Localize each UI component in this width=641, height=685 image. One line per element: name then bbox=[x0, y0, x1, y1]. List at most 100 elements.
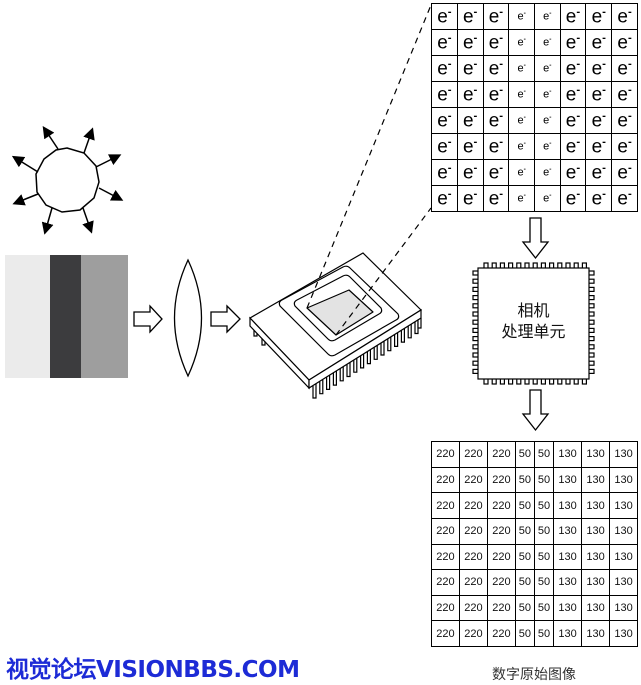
electron-cell: e- bbox=[585, 133, 613, 160]
electron-cell: e- bbox=[611, 3, 638, 30]
sensor-row: e-e-e-e-e-e-e-e- bbox=[431, 159, 638, 186]
electron-cell: e- bbox=[456, 159, 484, 186]
sensor-row: e-e-e-e-e-e-e-e- bbox=[431, 3, 638, 30]
pixel-value: 130 bbox=[609, 543, 638, 571]
electron-cell: e- bbox=[508, 133, 535, 160]
chip-pin bbox=[326, 375, 331, 390]
electron-cell: e- bbox=[482, 107, 510, 134]
electron-cell: e- bbox=[611, 81, 638, 108]
image-sensor-chip bbox=[249, 252, 422, 399]
electron-cell: e- bbox=[431, 133, 458, 160]
pixel-value: 50 bbox=[514, 620, 535, 647]
electron-cell: e- bbox=[559, 29, 587, 56]
electron-cell: e- bbox=[559, 55, 587, 82]
pixel-value: 220 bbox=[486, 569, 516, 596]
pixel-value: 130 bbox=[581, 569, 611, 596]
sensor-row: e-e-e-e-e-e-e-e- bbox=[431, 29, 638, 56]
pixel-value: 130 bbox=[581, 441, 611, 468]
pixel-value: 220 bbox=[431, 441, 460, 468]
processor-label-line1: 相机 bbox=[517, 301, 550, 320]
pixel-value: 130 bbox=[553, 492, 583, 519]
pixel-value: 220 bbox=[458, 492, 488, 519]
pixel-value: 220 bbox=[431, 569, 460, 596]
electron-cell: e- bbox=[559, 159, 587, 186]
electron-cell: e- bbox=[482, 185, 510, 212]
electron-cell: e- bbox=[508, 107, 535, 134]
electron-cell: e- bbox=[585, 185, 613, 212]
pixel-value: 130 bbox=[553, 594, 583, 622]
pixel-value: 130 bbox=[553, 569, 583, 596]
electron-cell: e- bbox=[482, 159, 510, 186]
electron-cell: e- bbox=[482, 29, 510, 56]
pixel-value: 220 bbox=[486, 466, 516, 494]
pixel-value: 130 bbox=[609, 594, 638, 622]
pixel-value: 50 bbox=[533, 517, 555, 545]
pixel-value: 50 bbox=[514, 517, 535, 545]
electron-cell: e- bbox=[533, 133, 561, 160]
sensor-row: e-e-e-e-e-e-e-e- bbox=[431, 133, 638, 160]
pixel-value: 50 bbox=[533, 569, 555, 596]
pixel-value: 130 bbox=[581, 543, 611, 571]
pixel-value: 130 bbox=[609, 569, 638, 596]
chip-pin bbox=[312, 384, 317, 399]
pixel-value: 50 bbox=[514, 594, 535, 622]
electron-cell: e- bbox=[508, 81, 535, 108]
electron-cell: e- bbox=[559, 81, 587, 108]
pixel-value: 220 bbox=[486, 441, 516, 468]
pixel-value: 220 bbox=[431, 594, 460, 622]
pixel-value: 130 bbox=[581, 466, 611, 494]
electron-cell: e- bbox=[611, 55, 638, 82]
electron-cell: e- bbox=[456, 185, 484, 212]
scene-stripe bbox=[5, 255, 50, 378]
electron-cell: e- bbox=[456, 55, 484, 82]
sensor-row: e-e-e-e-e-e-e-e- bbox=[431, 81, 638, 108]
electron-cell: e- bbox=[456, 107, 484, 134]
pixel-value: 220 bbox=[486, 492, 516, 519]
electron-cell: e- bbox=[585, 81, 613, 108]
processor-label: 相机 处理单元 bbox=[478, 300, 589, 342]
pixel-value: 50 bbox=[533, 466, 555, 494]
electron-cell: e- bbox=[508, 3, 535, 30]
electron-cell: e- bbox=[431, 3, 458, 30]
digital-image-caption: 数字原始图像 bbox=[492, 667, 576, 683]
pixel-value: 130 bbox=[581, 594, 611, 622]
pixel-value: 50 bbox=[514, 569, 535, 596]
lens-icon bbox=[173, 258, 203, 378]
sensor-row: e-e-e-e-e-e-e-e- bbox=[431, 107, 638, 134]
electron-cell: e- bbox=[559, 185, 587, 212]
electron-cell: e- bbox=[508, 55, 535, 82]
electron-cell: e- bbox=[611, 185, 638, 212]
electron-cell: e- bbox=[482, 133, 510, 160]
electron-cell: e- bbox=[431, 55, 458, 82]
processor-label-line2: 处理单元 bbox=[501, 322, 566, 341]
electron-cell: e- bbox=[456, 29, 484, 56]
pixel-value: 50 bbox=[533, 543, 555, 571]
chip-pin bbox=[373, 345, 378, 360]
pixel-value: 50 bbox=[533, 620, 555, 647]
pixel-value: 50 bbox=[533, 492, 555, 519]
electron-cell: e- bbox=[559, 133, 587, 160]
chip-pin bbox=[400, 328, 405, 343]
electron-cell: e- bbox=[482, 3, 510, 30]
chip-pin bbox=[360, 353, 365, 369]
pixel-value: 220 bbox=[486, 543, 516, 571]
chip-pin bbox=[387, 336, 392, 352]
pixel-value: 130 bbox=[581, 517, 611, 545]
electron-cell: e- bbox=[585, 159, 613, 186]
chip-pin bbox=[353, 358, 358, 373]
projection-lines bbox=[306, 4, 432, 336]
pixel-value: 220 bbox=[458, 543, 488, 571]
chip-pin bbox=[366, 349, 371, 365]
electron-cell: e- bbox=[482, 81, 510, 108]
electron-cell: e- bbox=[611, 159, 638, 186]
pixel-value: 130 bbox=[553, 441, 583, 468]
pixel-value: 220 bbox=[458, 441, 488, 468]
pixel-value: 130 bbox=[581, 620, 611, 647]
